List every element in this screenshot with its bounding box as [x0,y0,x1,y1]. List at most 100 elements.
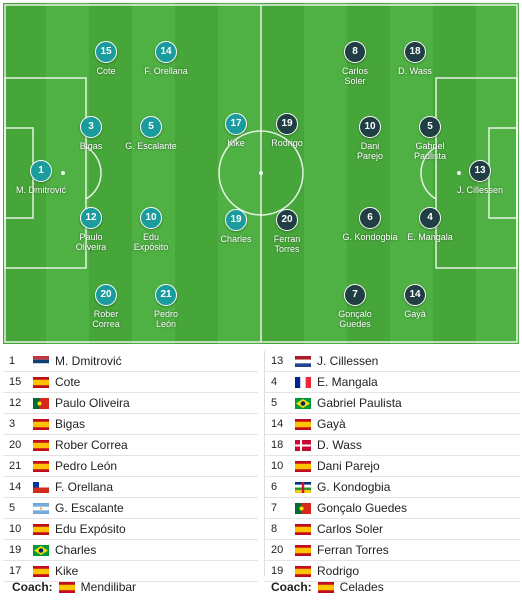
player-name: Cote [55,375,81,389]
france-flag-icon [295,376,317,388]
spain-flag-icon [295,565,317,577]
player-name: Rodrigo [271,138,303,148]
shirt-number: 17 [9,565,22,577]
home-pitch-player[interactable]: 14 F. Orellana [121,41,211,76]
player-name: Charles [55,543,97,557]
player-name: Ferran Torres [317,543,389,557]
shirt-number: 1 [9,355,16,367]
lineup-row[interactable]: 3 Bigas [3,414,258,435]
player-name: M. Dmitrović [55,354,122,368]
spain-flag-icon [295,523,317,535]
shirt-number: 13 [271,355,284,367]
player-name: Rober Correa [55,438,128,452]
player-name: Edu Expósito [55,522,126,536]
shirt-number: 18 [271,439,284,451]
player-name: Paulo Oliveira [75,232,107,252]
coach-label: Coach: [271,580,312,594]
shirt-number-badge: 4 [419,207,441,229]
lineup-row[interactable]: 20 Ferran Torres [265,540,520,561]
shirt-number-badge: 13 [469,160,491,182]
player-name: Pedro León [55,459,118,473]
player-name: G. Escalante [125,141,177,151]
player-name: Kike [227,138,245,148]
brazil-flag-icon [33,544,55,556]
player-name: G. Escalante [55,501,124,515]
shirt-number-badge: 1 [30,160,52,182]
spain-flag-icon [317,581,340,593]
netherlands-flag-icon [295,355,317,367]
lineup-row[interactable]: 1 M. Dmitrović [3,351,258,372]
shirt-number-badge: 8 [344,41,366,63]
shirt-number-badge: 21 [155,284,177,306]
player-name: F. Orellana [144,66,188,76]
shirt-number-badge: 15 [95,41,117,63]
player-name: D. Wass [317,438,362,452]
shirt-number: 15 [9,376,22,388]
away-pitch-player[interactable]: 4 E. Mangala [385,207,475,242]
player-name: Gabriel Paulista [413,141,447,161]
player-name: M. Dmitrović [16,185,66,195]
home-pitch-player[interactable]: 1 M. Dmitrović [3,160,86,195]
shirt-number-badge: 10 [359,116,381,138]
spain-flag-icon [295,418,317,430]
shirt-number-badge: 14 [155,41,177,63]
home-coach: Coach: Mendilibar [12,576,136,598]
lineup-row[interactable]: 18 D. Wass [265,435,520,456]
player-name: Edu Expósito [133,232,169,252]
chile-flag-icon [33,481,55,493]
shirt-number-badge: 12 [80,207,102,229]
shirt-number: 19 [9,544,22,556]
spain-flag-icon [33,376,55,388]
shirt-number: 14 [271,418,284,430]
player-name: E. Mangala [407,232,453,242]
shirt-number-badge: 14 [404,284,426,306]
player-name: Bigas [55,417,86,431]
lineup-row[interactable]: 15 Cote [3,372,258,393]
lineup-row[interactable]: 19 Charles [3,540,258,561]
shirt-number: 5 [271,397,278,409]
shirt-number: 12 [9,397,22,409]
shirt-number: 20 [271,544,284,556]
shirt-number-badge: 3 [80,116,102,138]
spain-flag-icon [33,565,55,577]
shirt-number: 3 [9,418,16,430]
player-name: Rober Correa [92,309,120,329]
portugal-flag-icon [295,502,317,514]
